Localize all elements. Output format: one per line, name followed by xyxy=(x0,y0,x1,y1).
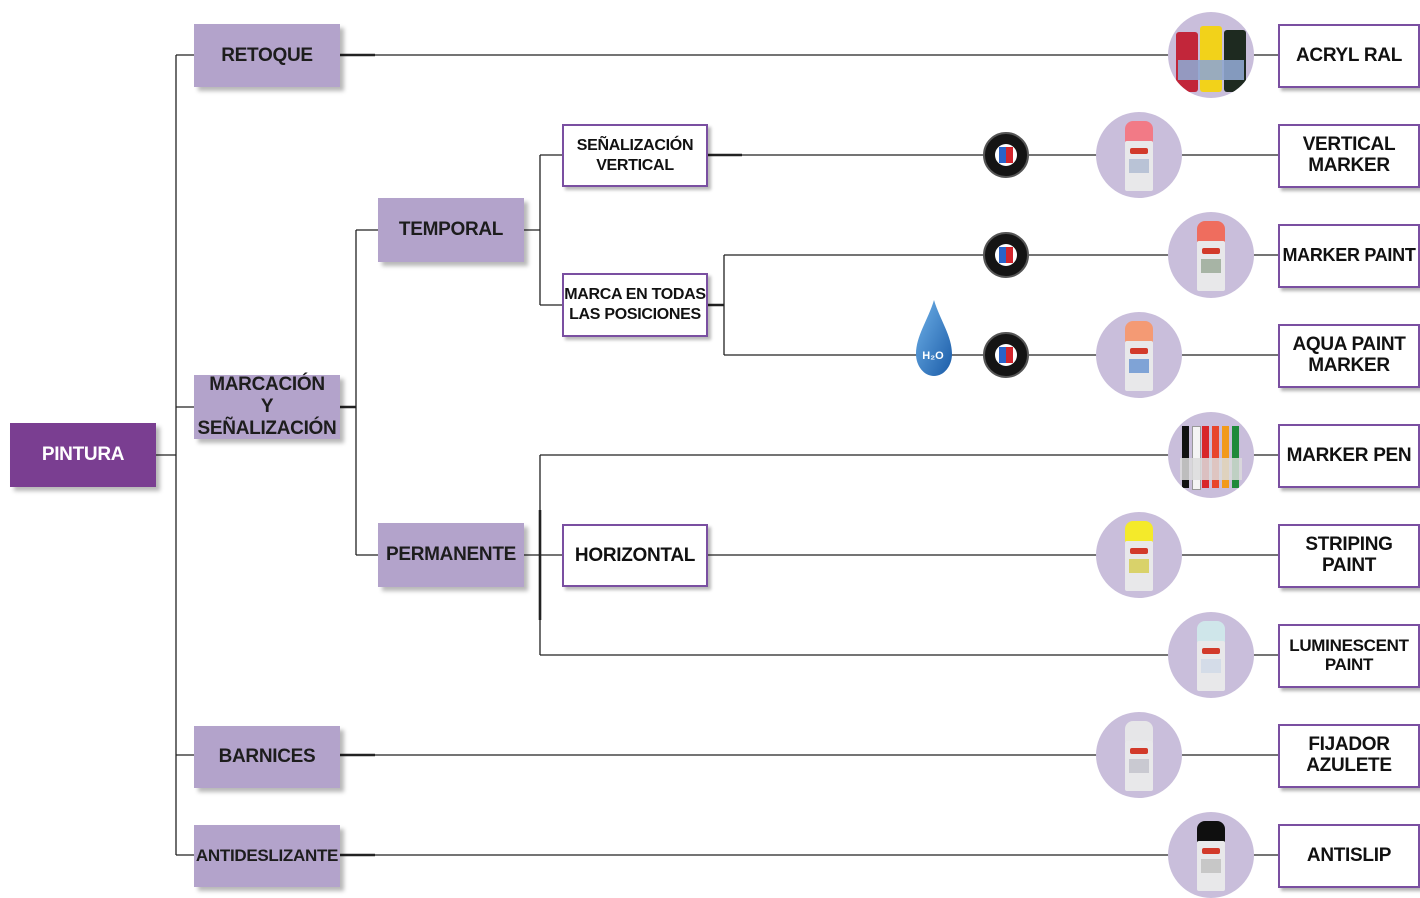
product-antislip: ANTISLIP xyxy=(1278,824,1420,888)
root-pintura: PINTURA xyxy=(10,423,156,487)
subcategory-permanente: PERMANENTE xyxy=(378,523,524,587)
category-barnices: BARNICES xyxy=(194,726,340,788)
fijador-azulete-can-image xyxy=(1096,712,1182,798)
valve-360-badge-icon xyxy=(983,332,1029,378)
product-aqua-paint-marker: AQUA PAINT MARKER xyxy=(1278,324,1420,388)
aqua-paint-marker-can-image xyxy=(1096,312,1182,398)
marker-paint-can-image xyxy=(1168,212,1254,298)
valve-360-badge-icon xyxy=(983,232,1029,278)
product-acryl-ral: ACRYL RAL xyxy=(1278,24,1420,88)
product-luminescent-paint: LUMINESCENT PAINT xyxy=(1278,624,1420,688)
vertical-marker-can-image xyxy=(1096,112,1182,198)
category-marcacion-senalizacion: MARCACIÓN Y SEÑALIZACIÓN xyxy=(194,374,340,439)
product-vertical-marker: VERTICAL MARKER xyxy=(1278,124,1420,188)
water-drop-icon: H₂O xyxy=(916,300,952,376)
subcategory-marca-todas-posiciones: MARCA EN TODAS LAS POSICIONES xyxy=(562,273,708,337)
product-marker-pen: MARKER PEN xyxy=(1278,424,1420,488)
marker-pens-image xyxy=(1168,412,1254,498)
category-retoque: RETOQUE xyxy=(194,24,340,87)
antislip-can-image xyxy=(1168,812,1254,898)
subcategory-horizontal: HORIZONTAL xyxy=(562,524,708,587)
subcategory-senalizacion-vertical: SEÑALIZACIÓN VERTICAL xyxy=(562,124,708,187)
category-antideslizante: ANTIDESLIZANTE xyxy=(194,825,340,887)
luminescent-paint-can-image xyxy=(1168,612,1254,698)
product-marker-paint: MARKER PAINT xyxy=(1278,224,1420,288)
product-striping-paint: STRIPING PAINT xyxy=(1278,524,1420,588)
acryl-ral-cans-image xyxy=(1168,12,1254,98)
valve-360-badge-icon xyxy=(983,132,1029,178)
striping-paint-can-image xyxy=(1096,512,1182,598)
subcategory-temporal: TEMPORAL xyxy=(378,198,524,262)
h2o-label: H₂O xyxy=(922,350,944,362)
product-fijador-azulete: FIJADOR AZULETE xyxy=(1278,724,1420,788)
